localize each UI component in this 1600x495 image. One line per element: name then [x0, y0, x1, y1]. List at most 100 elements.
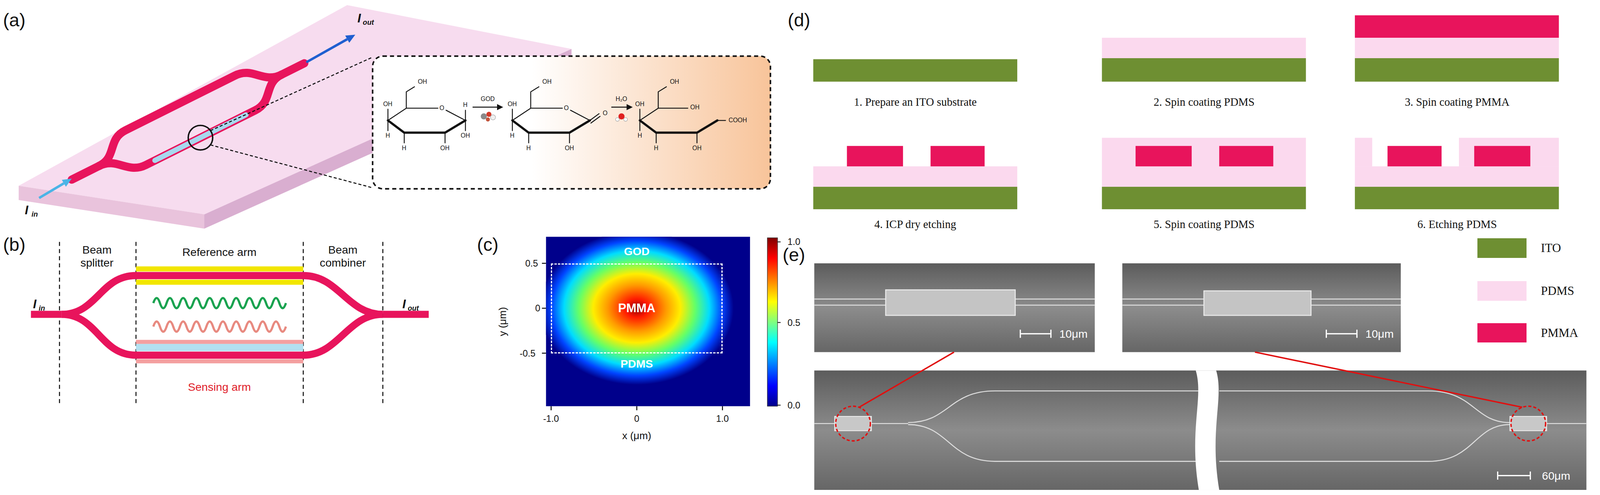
path-shape: [387, 120, 466, 133]
atom-label: OH: [692, 144, 702, 152]
step-caption: 1. Prepare an ITO substrate: [853, 95, 977, 109]
reagent-label: H₂O: [615, 95, 628, 103]
region-label: GOD: [623, 244, 650, 258]
rect-shape: [1135, 145, 1192, 167]
section-label: Sensing arm: [187, 380, 251, 394]
step-caption: 4. ICP dry etching: [874, 218, 956, 232]
colorbar-tick: 0.0: [787, 400, 800, 411]
path-shape: [512, 86, 600, 144]
circle-shape: [623, 117, 628, 122]
path-shape: [31, 310, 62, 318]
circle-shape: [485, 117, 490, 122]
rect-shape: [813, 59, 1018, 82]
tick-label: -1.0: [543, 412, 559, 424]
atom-label: OH: [440, 144, 450, 152]
rect-shape: [1458, 137, 1559, 167]
atom-label: OH: [383, 100, 393, 108]
g-shape: [546, 236, 734, 385]
panel-letter: (d): [787, 9, 811, 32]
path-shape: [99, 74, 282, 168]
legend-swatch: [1477, 322, 1527, 343]
atom-label: H: [463, 101, 468, 109]
rect-shape: [767, 237, 778, 406]
signal-name: I: [24, 203, 29, 218]
step-caption: 3. Spin coating PMMA: [1404, 95, 1510, 109]
signal-name: I: [357, 11, 362, 26]
reaction-callout: [372, 56, 771, 189]
line-shape: [611, 106, 628, 108]
rect-shape: [814, 263, 1095, 353]
atom-label: OH: [507, 100, 517, 108]
signal-subscript: out: [362, 18, 374, 27]
path-shape: [1546, 422, 1587, 424]
rect-shape: [135, 279, 304, 285]
rect-shape: [135, 266, 304, 272]
g-shape: [639, 86, 726, 144]
path-shape: [59, 241, 383, 403]
rect-shape: [885, 289, 1016, 316]
path-shape: [61, 275, 384, 315]
panel-letter: (a): [3, 9, 26, 32]
rect-shape: [1219, 145, 1274, 167]
line-shape: [306, 39, 348, 63]
path-shape: [1195, 370, 1220, 490]
signal-subscript: in: [31, 210, 38, 219]
step-caption: 6. Etching PDMS: [1417, 218, 1497, 232]
rect-shape: [813, 166, 1018, 187]
path-shape: [154, 114, 246, 161]
atom-label: H: [637, 132, 643, 140]
enzyme-label: GOD: [480, 95, 495, 103]
legend-swatch: [1477, 280, 1527, 301]
atom-label: O: [439, 104, 445, 112]
polygon-shape: [497, 104, 504, 111]
atom-label: H: [653, 144, 659, 152]
rect-shape: [1354, 166, 1559, 187]
signal-name: I: [402, 297, 406, 312]
axis-title: y (μm): [497, 306, 509, 336]
path-shape: [281, 63, 305, 75]
rect-shape: [813, 186, 1018, 210]
section-label: Reference arm: [182, 245, 257, 259]
scale-bar-label: 10μm: [1365, 327, 1394, 341]
dashed-region-box: PMMA: [550, 263, 723, 354]
tick-label: -0.5: [519, 347, 536, 359]
sem-images: [814, 263, 1587, 490]
tick-label: 1.0: [715, 412, 729, 424]
rect-shape: [1101, 37, 1306, 59]
path-shape: [153, 321, 286, 332]
step-caption: 2. Spin coating PDMS: [1153, 95, 1255, 109]
rect-shape: [1203, 290, 1312, 316]
circle-shape: [480, 113, 487, 120]
path-shape: [639, 86, 726, 144]
path-shape: [908, 390, 1199, 423]
rect-shape: [135, 359, 304, 364]
atom-label: OH: [542, 78, 552, 86]
legend-text: PDMS: [1540, 283, 1575, 298]
tick-label: 0: [634, 412, 640, 424]
mode-field-plot: [539, 231, 781, 410]
legend-text: ITO: [1540, 240, 1561, 256]
tick-label: 0.5: [525, 258, 538, 269]
atom-label: OH: [690, 103, 700, 111]
rect-shape: [1354, 37, 1559, 59]
circle-shape: [188, 125, 213, 150]
path-shape: [210, 56, 373, 188]
step-caption: 5. Spin coating PDMS: [1153, 218, 1255, 232]
rect-shape: [372, 56, 771, 189]
path-shape: [639, 120, 718, 133]
atom-label: H: [526, 144, 531, 152]
path-shape: [153, 297, 286, 309]
region-label: PMMA: [618, 300, 656, 316]
rect-shape: [1354, 186, 1559, 210]
rect-shape: [1101, 58, 1306, 82]
path-shape: [777, 241, 781, 405]
polygon-shape: [626, 104, 634, 111]
panel-letter: (b): [3, 234, 26, 256]
rect-shape: [1387, 145, 1442, 167]
circle-shape: [618, 113, 625, 120]
signal-name: I: [33, 297, 37, 312]
circle-shape: [615, 117, 620, 122]
region-label: PDMS: [620, 356, 653, 370]
atom-label: OH: [564, 144, 574, 152]
circle-shape: [835, 405, 871, 441]
